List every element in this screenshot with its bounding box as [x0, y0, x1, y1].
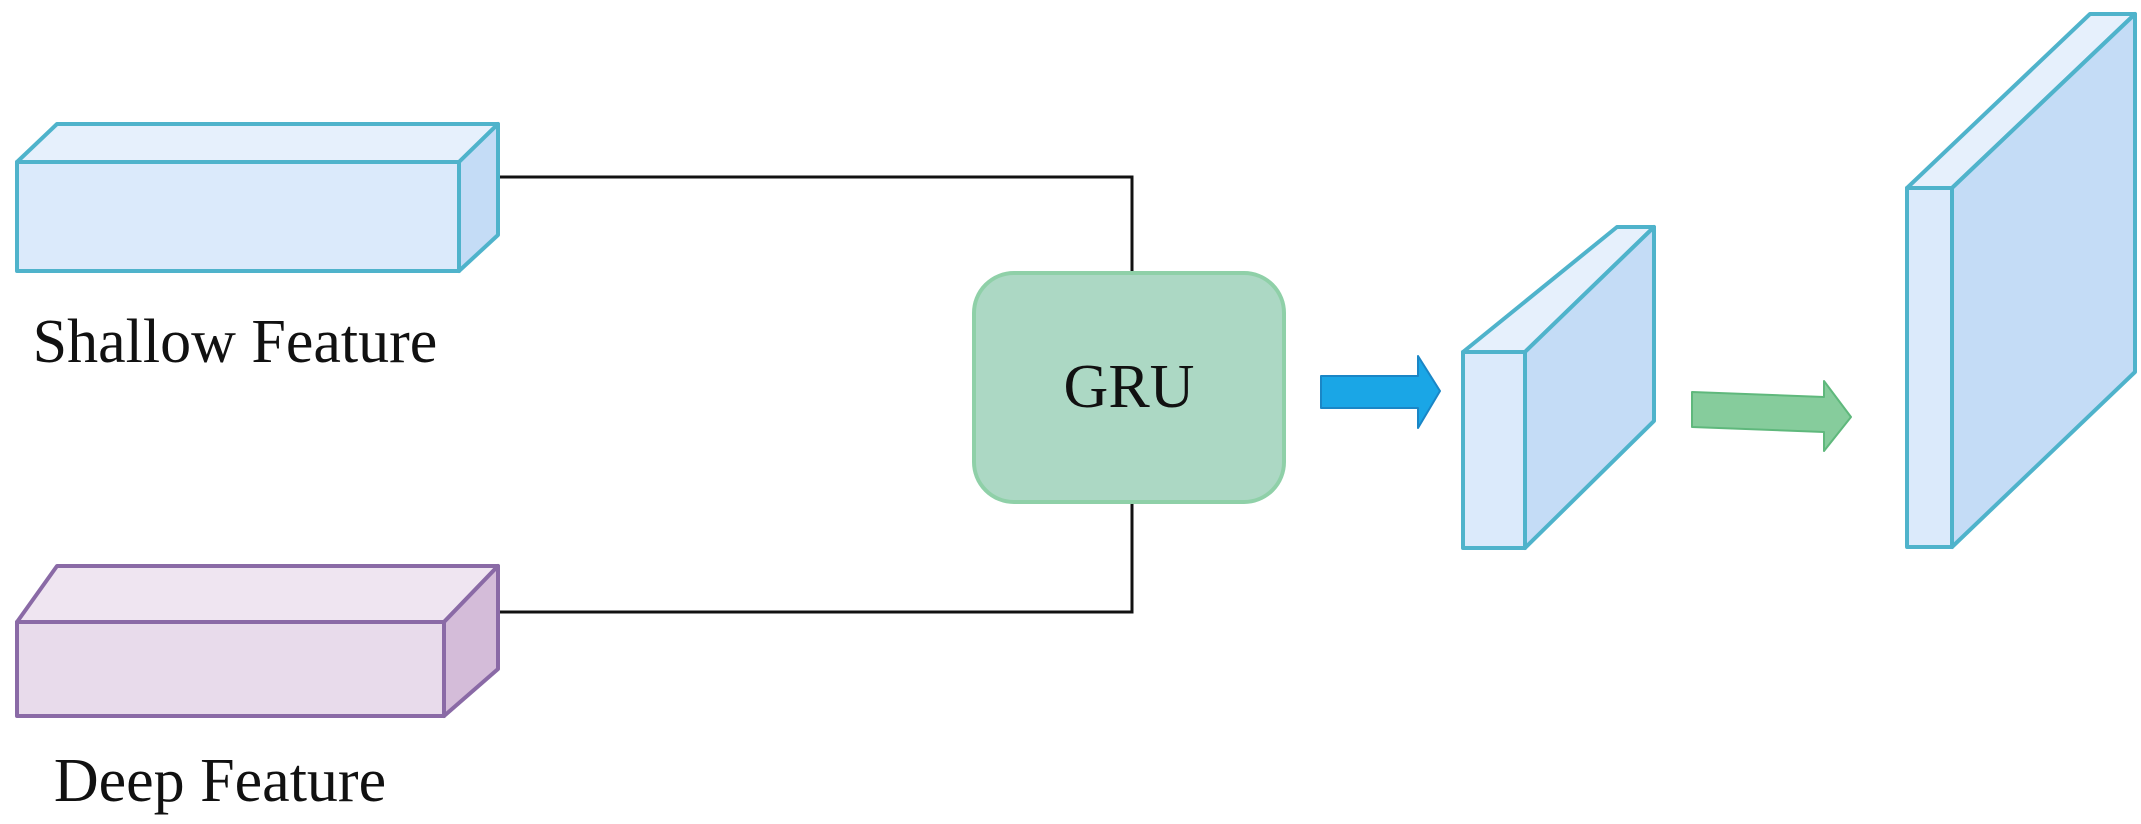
- gru-box: [972, 271, 1286, 504]
- blue-arrow-icon: [1320, 355, 1441, 429]
- deep-feature-label: Deep Feature: [54, 747, 386, 815]
- shallow-block-top: [15, 122, 500, 164]
- shallow-feature-label: Shallow Feature: [33, 308, 438, 376]
- deep-feature-block: [15, 564, 500, 718]
- shallow-feature-block: [15, 122, 500, 273]
- middle-slab-front: [1461, 350, 1527, 550]
- shallow-block-front: [15, 160, 461, 273]
- gru-label: GRU: [1064, 353, 1195, 421]
- green-arrow-icon: [1691, 380, 1852, 452]
- final-slab-front: [1905, 186, 1954, 549]
- deep-to-gru-line: [498, 501, 1134, 614]
- shallow-to-gru-line: [498, 175, 1134, 275]
- connector-lines: [498, 175, 1134, 614]
- final-feature-slab: [1905, 12, 2137, 549]
- deep-block-top: [15, 564, 500, 624]
- deep-block-front: [15, 620, 446, 718]
- middle-feature-slab: [1461, 225, 1656, 550]
